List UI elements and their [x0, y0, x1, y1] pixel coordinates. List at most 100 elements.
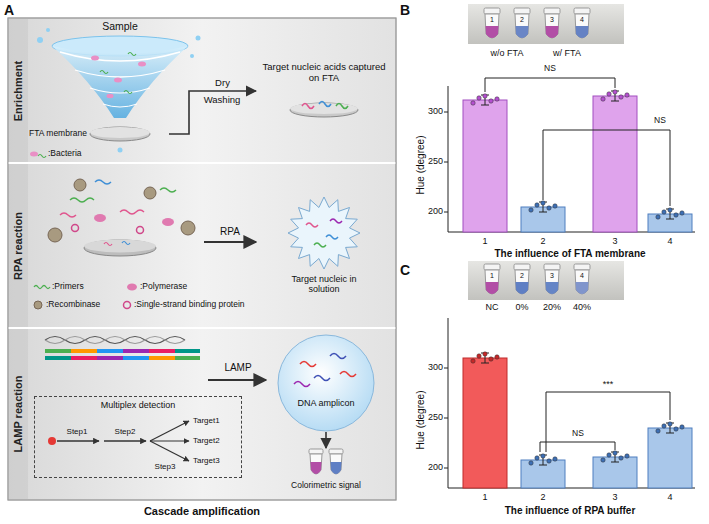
- tube-liquid: [486, 282, 499, 294]
- text-label: ***: [603, 379, 614, 389]
- tube-cap: [574, 8, 590, 14]
- text-label: The influence of FTA membrane: [494, 248, 645, 260]
- tubes-shape-part: [311, 462, 322, 474]
- legend-swatches-part: [38, 155, 46, 158]
- tube-body: [545, 270, 559, 294]
- text-label: 4: [580, 272, 584, 280]
- lamp-illustration-part: [45, 337, 185, 344]
- tube-cap: [544, 264, 560, 270]
- sample-funnel-part: [90, 88, 150, 93]
- tube-result: Colorimetric signal: [284, 448, 368, 498]
- data-point: [680, 425, 684, 429]
- tube-body: [515, 14, 529, 38]
- data-point: [674, 427, 678, 431]
- text-label: 1: [490, 272, 494, 280]
- text-label: w/o FTA: [491, 48, 524, 58]
- rpa-illustration-part: [48, 228, 62, 242]
- lamp-illustration-part: [45, 349, 71, 353]
- tubes-shape-part: [329, 449, 343, 454]
- text-label: 4: [667, 236, 672, 246]
- multiplex-flow-part: [150, 421, 189, 441]
- lamp-illustration-part: [71, 349, 97, 353]
- legend-text: :Primers: [52, 282, 84, 292]
- circle-shape-part: [340, 372, 356, 377]
- data-bar: [648, 428, 692, 488]
- rpa-illustration-part: [84, 240, 156, 256]
- panel-backdrop-part: [468, 4, 624, 44]
- text-label: 3: [612, 492, 617, 502]
- data-point: [483, 352, 487, 356]
- text-label: 40%: [573, 302, 591, 312]
- tube-photo: [484, 264, 590, 294]
- data-point: [656, 215, 660, 219]
- data-point: [601, 97, 605, 101]
- tube-cap: [514, 264, 530, 270]
- text-label: A: [4, 2, 14, 18]
- data-point: [601, 458, 605, 462]
- star-shape-part: [330, 219, 342, 223]
- circle-shape-part: [278, 335, 374, 431]
- text-label: 0%: [515, 302, 528, 312]
- data-point: [477, 96, 481, 100]
- band-region: LAMP reactionDNA ampliconMultiplex detec…: [8, 328, 396, 500]
- text-label: 200: [428, 462, 443, 472]
- sample-funnel-part: [124, 91, 132, 94]
- text-label: 2: [520, 272, 524, 280]
- band-title: LAMP reaction: [12, 376, 25, 453]
- data-bar: [593, 96, 637, 232]
- lamp-illustration-part: [175, 356, 200, 360]
- axis-line: [448, 318, 449, 488]
- axis-line: [448, 86, 449, 232]
- sample-funnel-part: [107, 94, 114, 98]
- text-label: 300: [428, 106, 443, 116]
- multiplex-flow-part: [104, 440, 146, 441]
- lamp-illustration: [45, 337, 266, 381]
- lamp-illustration-part: [175, 349, 200, 353]
- lamp-illustration-part: [45, 356, 71, 360]
- error-bar: [611, 101, 619, 102]
- text-label: Target3: [193, 456, 220, 465]
- text-label: Target2: [193, 436, 220, 445]
- tube-body: [515, 270, 529, 294]
- sample-funnel-part: [60, 52, 180, 61]
- data-point: [553, 457, 557, 461]
- panel-backdrop-part: [8, 162, 396, 164]
- membrane-disk: Target nucleic acids captured on FTA: [256, 62, 392, 120]
- diskL-shape-part: [90, 127, 150, 141]
- diskT-shape-part: [290, 103, 358, 114]
- text-label: 1: [490, 16, 494, 24]
- data-point: [535, 203, 539, 207]
- data-bar: [463, 358, 507, 488]
- sample-funnel-part: [138, 62, 146, 67]
- rpa-illustration: [48, 179, 256, 256]
- tubes-shape-part: [309, 449, 323, 454]
- multiplex-flow-part: [48, 437, 56, 445]
- significance-bracket: [540, 442, 615, 452]
- data-point: [495, 355, 499, 359]
- data-point: [489, 99, 493, 103]
- diskT-shape-part: [302, 104, 314, 109]
- data-point: [477, 354, 481, 358]
- text-label: Washing: [204, 95, 241, 106]
- data-point: [541, 201, 545, 205]
- text-label: The influence of RPA buffer: [505, 505, 636, 517]
- data-bar: [593, 457, 637, 488]
- data-point: [471, 101, 475, 105]
- circle-shape: [274, 334, 378, 432]
- sample-funnel-part: [196, 36, 201, 41]
- text-label: Cascade amplification: [144, 505, 260, 518]
- circle-shape-part: [294, 382, 310, 387]
- rpa-illustration-part: [70, 198, 94, 202]
- tubes-shape: [284, 448, 368, 498]
- amplicon-burst: Target nucleic in solution: [266, 195, 382, 299]
- data-point: [613, 451, 617, 455]
- lamp-illustration-part: [149, 356, 175, 360]
- text-label: 2: [540, 236, 545, 246]
- data-point: [656, 429, 660, 433]
- rpa-illustration-part: [204, 241, 256, 243]
- lamp-illustration-part: [45, 337, 185, 344]
- text-label: 3: [550, 272, 554, 280]
- text-label: 2: [540, 492, 545, 502]
